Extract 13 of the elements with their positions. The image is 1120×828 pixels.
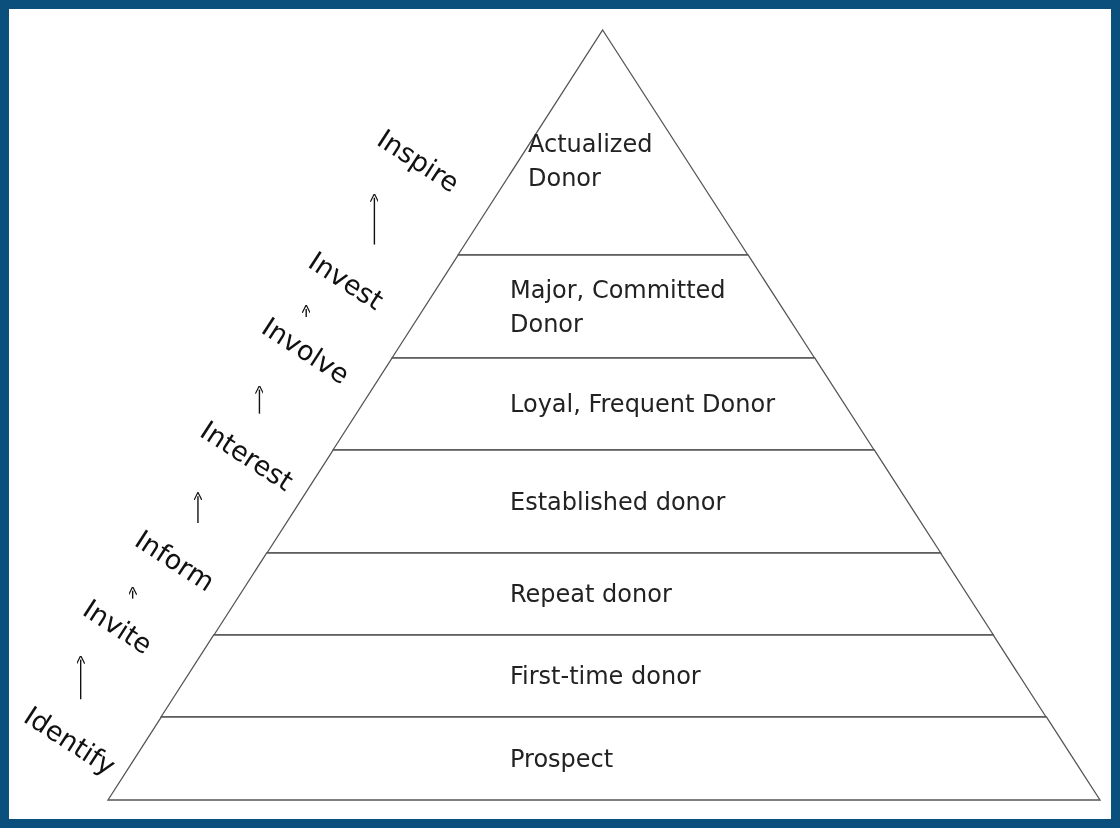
tier-label: Repeat donor xyxy=(510,579,672,610)
arrow xyxy=(76,655,86,700)
arrow xyxy=(128,586,138,600)
arrow xyxy=(301,304,311,318)
arrow xyxy=(193,491,203,524)
tier-label: Loyal, Frequent Donor xyxy=(510,389,776,420)
arrow xyxy=(254,385,265,415)
tier-label: Prospect xyxy=(510,743,614,775)
arrow xyxy=(369,193,379,246)
tier-label: Major, Committed Donor xyxy=(510,274,727,340)
tier-label: Actualized Donor xyxy=(528,128,654,194)
tier-label: Established donor xyxy=(510,486,726,518)
tier-label: First-time donor xyxy=(510,661,701,692)
